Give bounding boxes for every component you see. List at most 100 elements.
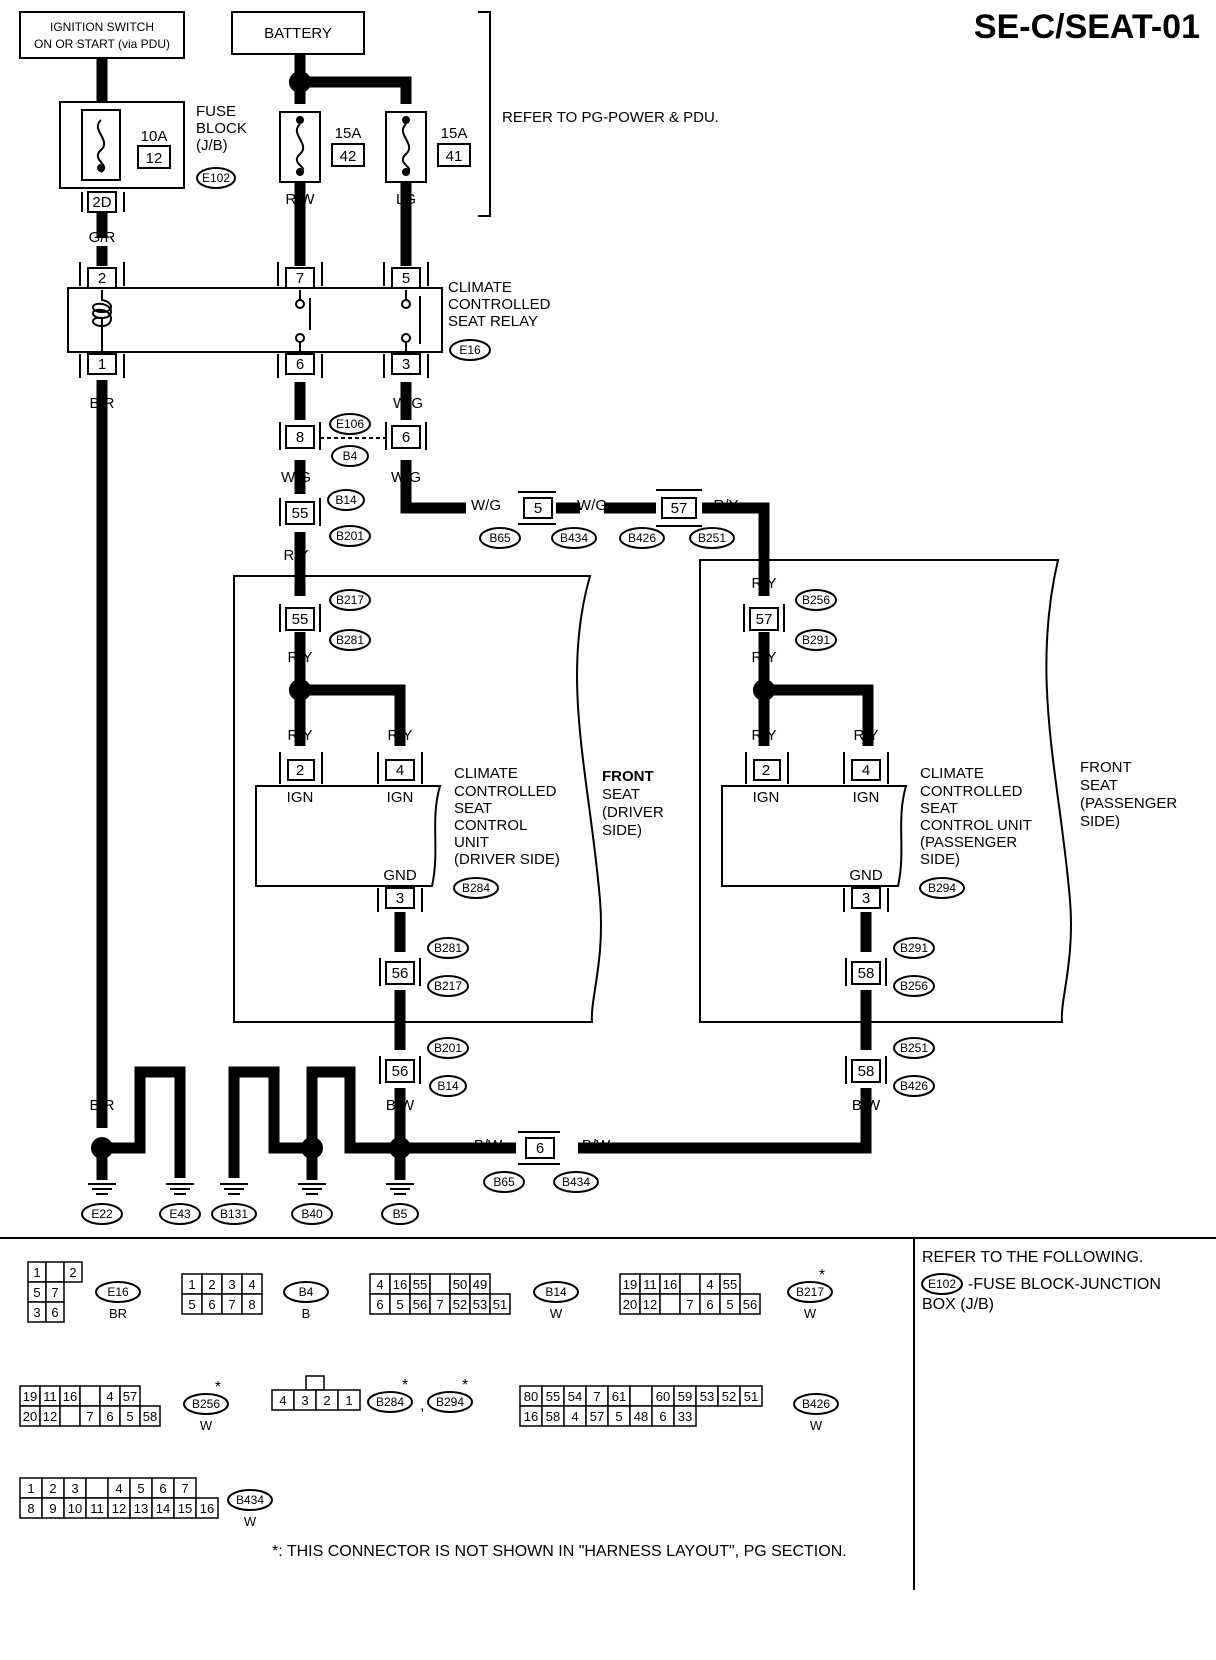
battery-box — [231, 11, 365, 55]
pin-number: 11 — [43, 1389, 57, 1404]
connector-b201-b14-gnd: 56 B201 B14 — [379, 1037, 469, 1097]
svg-text:56: 56 — [392, 965, 409, 982]
pin-number: 12 — [643, 1297, 657, 1312]
wire-bw-gnd-1: B/W — [474, 1137, 503, 1154]
refer-power-text: REFER TO PG-POWER & PDU. — [502, 109, 719, 126]
svg-text:E16: E16 — [459, 343, 481, 357]
pin-number: 10 — [68, 1501, 82, 1516]
pin-number: 20 — [623, 1297, 637, 1312]
svg-text:1: 1 — [98, 356, 106, 373]
svg-text:FRONT: FRONT — [1080, 759, 1132, 776]
svg-text:IGN: IGN — [853, 789, 880, 806]
svg-text:CLIMATE: CLIMATE — [920, 765, 984, 782]
connector-name: B294 — [436, 1395, 464, 1409]
fuse-12-number: 12 — [146, 150, 163, 167]
ignition-switch-label-2: ON OR START (via PDU) — [34, 37, 170, 51]
ignition-switch-label-1: IGNITION SWITCH — [50, 20, 154, 34]
svg-text:B251: B251 — [900, 1041, 928, 1055]
svg-text:CONTROLLED: CONTROLLED — [454, 783, 557, 800]
wire-bw-gnd-2: B/W — [582, 1137, 611, 1154]
pin-number: 7 — [86, 1409, 93, 1424]
svg-text:GND: GND — [849, 867, 883, 884]
connector-b217-b281: 55 B217 B281 — [279, 589, 371, 651]
pin-number: 2 — [69, 1265, 76, 1280]
svg-text:3: 3 — [862, 890, 870, 907]
star-mark: * — [819, 1267, 825, 1284]
svg-text:B281: B281 — [434, 941, 462, 955]
svg-text:41: 41 — [446, 148, 463, 165]
svg-text:B14: B14 — [335, 493, 357, 507]
svg-text:6: 6 — [536, 1140, 544, 1157]
pin-number: 57 — [123, 1389, 137, 1404]
svg-text:CONTROL: CONTROL — [454, 817, 527, 834]
svg-text:42: 42 — [340, 148, 357, 165]
svg-text:B40: B40 — [301, 1207, 323, 1221]
pin-number: 19 — [23, 1389, 37, 1404]
svg-text:E106: E106 — [336, 417, 364, 431]
svg-text:B294: B294 — [928, 881, 956, 895]
connector-e106-b4: 8 6 E106 B4 — [279, 413, 427, 467]
star-mark: * — [402, 1377, 408, 1394]
svg-text:IGN: IGN — [753, 789, 780, 806]
svg-text:SEAT: SEAT — [454, 800, 492, 817]
driver-control-unit: 2 IGN 4 IGN GND 3 B284 CLIMATE CONTROLLE… — [255, 752, 560, 912]
pin-number: 55 — [413, 1277, 427, 1292]
pin-number: 5 — [396, 1297, 403, 1312]
climate-seat-relay: 2 7 5 1 6 3 CLIMATE CONTROLLED SEAT RELA… — [67, 262, 551, 378]
svg-text:5: 5 — [402, 270, 410, 287]
fuse-block-connector: E102 — [202, 171, 230, 185]
svg-text:B201: B201 — [434, 1041, 462, 1055]
pin-number: 1 — [33, 1265, 40, 1280]
pin-number: 53 — [700, 1389, 714, 1404]
svg-text:4: 4 — [862, 762, 870, 779]
svg-text:B256: B256 — [802, 593, 830, 607]
connector-b65-b434-gnd: 6 B65 B434 — [483, 1131, 599, 1193]
pin-number: 33 — [678, 1409, 692, 1424]
svg-text:B217: B217 — [336, 593, 364, 607]
svg-text:B251: B251 — [698, 531, 726, 545]
pin-number: 7 — [228, 1297, 235, 1312]
svg-text:B426: B426 — [900, 1079, 928, 1093]
pin-number: 1 — [27, 1481, 34, 1496]
pin-number: 8 — [27, 1501, 34, 1516]
pin-number: 6 — [106, 1409, 113, 1424]
svg-text:7: 7 — [296, 270, 304, 287]
fuse-block-label-1: FUSE — [196, 103, 236, 120]
ground-icon — [298, 1183, 326, 1195]
pin-number: 51 — [744, 1389, 758, 1404]
pin-number: 5 — [188, 1297, 195, 1312]
wire-ry-pass-2: R/Y — [751, 727, 776, 744]
pin-number: 52 — [722, 1389, 736, 1404]
ground-icon — [386, 1183, 414, 1195]
svg-text:55: 55 — [292, 611, 309, 628]
svg-text:15A: 15A — [441, 125, 468, 142]
svg-text:B426: B426 — [628, 531, 656, 545]
pin-number: 7 — [181, 1481, 188, 1496]
power-bracket — [478, 11, 491, 217]
ignition-switch-box — [19, 11, 185, 59]
pin-number: 54 — [568, 1389, 582, 1404]
svg-text:B434: B434 — [560, 531, 588, 545]
pin-number: 4 — [376, 1277, 383, 1292]
svg-text:B434: B434 — [562, 1175, 590, 1189]
pin-number: 56 — [413, 1297, 427, 1312]
pin-number: 4 — [279, 1393, 286, 1408]
fuse-41: 15A 41 — [385, 111, 471, 183]
pin-number: 3 — [33, 1305, 40, 1320]
pin-number: 3 — [228, 1277, 235, 1292]
svg-text:SIDE): SIDE) — [920, 851, 960, 868]
svg-text:W/G: W/G — [577, 497, 607, 514]
connector-color: W — [550, 1306, 563, 1321]
svg-text:(PASSENGER: (PASSENGER — [1080, 795, 1177, 812]
pin-number: 15 — [178, 1501, 192, 1516]
refer-item-text-1: -FUSE BLOCK-JUNCTION — [968, 1276, 1161, 1293]
refer-oval — [921, 1273, 963, 1295]
pin-number: 6 — [208, 1297, 215, 1312]
pin-number: 9 — [49, 1501, 56, 1516]
svg-text:55: 55 — [292, 505, 309, 522]
svg-text:G/R: G/R — [89, 229, 116, 246]
svg-text:B: B — [135, 1097, 145, 1114]
connector-b65-b434: 5 B65 B434 — [479, 491, 597, 549]
svg-text:UNIT: UNIT — [454, 834, 489, 851]
